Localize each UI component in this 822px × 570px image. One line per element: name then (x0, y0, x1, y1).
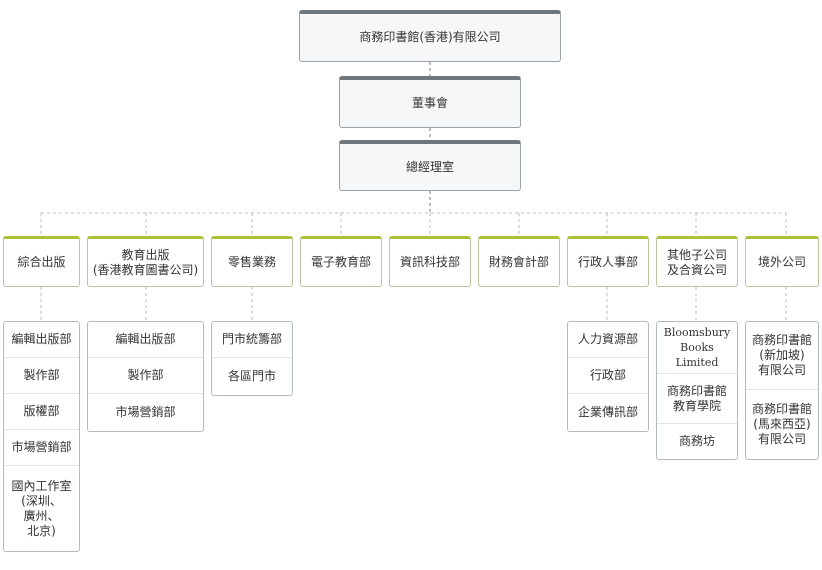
subunit: 門市統籌部 (212, 322, 292, 358)
dept-label: 零售業務 (227, 255, 276, 269)
subunits-general-publishing: 編輯出版部 製作部 版權部 市場營銷部 國內工作室 (深圳、 廣州、 北京) (3, 321, 80, 552)
subunit: 編輯出版部 (88, 322, 203, 358)
dept-box-admin-hr: 行政人事部 (567, 236, 649, 287)
dept-box-education-publishing: 教育出版 (香港教育圖書公司) (87, 236, 204, 287)
subunit: 製作部 (4, 358, 79, 394)
dept-label: 境外公司 (757, 255, 806, 269)
dept-box-overseas: 境外公司 (745, 236, 819, 287)
dept-label: 電子教育部 (310, 255, 371, 269)
subunit: 企業傳訊部 (577, 405, 638, 419)
dept-label: 行政人事部 (577, 255, 638, 269)
subunit: 市場營銷部 (4, 430, 79, 466)
subunit: 行政部 (568, 358, 648, 394)
subunit: 製作部 (88, 358, 203, 394)
company-box: 商務印書館(香港)有限公司 (299, 10, 561, 62)
dept-box-general-publishing: 綜合出版 (3, 236, 80, 287)
subunit: 商務印書館 (新加坡) 有限公司 (746, 322, 818, 390)
board-label: 董事會 (411, 96, 448, 110)
subunit: 編輯出版部 (4, 322, 79, 358)
subunit: 商務坊 (678, 434, 715, 448)
subunit: 人力資源部 (568, 322, 648, 358)
subunit: 市場營銷部 (115, 405, 176, 419)
company-label: 商務印書館(香港)有限公司 (359, 30, 501, 44)
subunits-subsidiaries: Bloomsbury Books Limited 商務印書館 教育學院 商務坊 (656, 321, 738, 460)
subunit: 各區門市 (227, 369, 276, 383)
dept-box-subsidiaries: 其他子公司 及合資公司 (656, 236, 738, 287)
dept-label: 財務會計部 (488, 255, 549, 269)
dept-box-e-education: 電子教育部 (300, 236, 382, 287)
subunit: Bloomsbury Books Limited (657, 322, 737, 374)
subunit: 商務印書館 教育學院 (657, 374, 737, 424)
subunits-overseas: 商務印書館 (新加坡) 有限公司 商務印書館 (馬來西亞) 有限公司 (745, 321, 819, 460)
subunit: 國內工作室 (深圳、 廣州、 北京) (11, 478, 72, 538)
dept-label: 綜合出版 (17, 255, 66, 269)
dept-label: 資訊科技部 (399, 255, 460, 269)
dept-label: 其他子公司 及合資公司 (666, 247, 727, 277)
gm-office-label: 總經理室 (405, 159, 454, 174)
dept-label: 教育出版 (香港教育圖書公司) (92, 247, 199, 277)
board-box: 董事會 (339, 76, 521, 128)
subunits-retail: 門市統籌部 各區門市 (211, 321, 293, 396)
dept-box-it: 資訊科技部 (389, 236, 471, 287)
subunit: 商務印書館 (馬來西亞) 有限公司 (751, 402, 812, 446)
dept-box-retail: 零售業務 (211, 236, 293, 287)
subunits-education-publishing: 編輯出版部 製作部 市場營銷部 (87, 321, 204, 432)
subunit: 版權部 (4, 394, 79, 430)
gm-office-box: 總經理室 (339, 140, 521, 191)
subunits-admin-hr: 人力資源部 行政部 企業傳訊部 (567, 321, 649, 432)
dept-box-finance: 財務會計部 (478, 236, 560, 287)
